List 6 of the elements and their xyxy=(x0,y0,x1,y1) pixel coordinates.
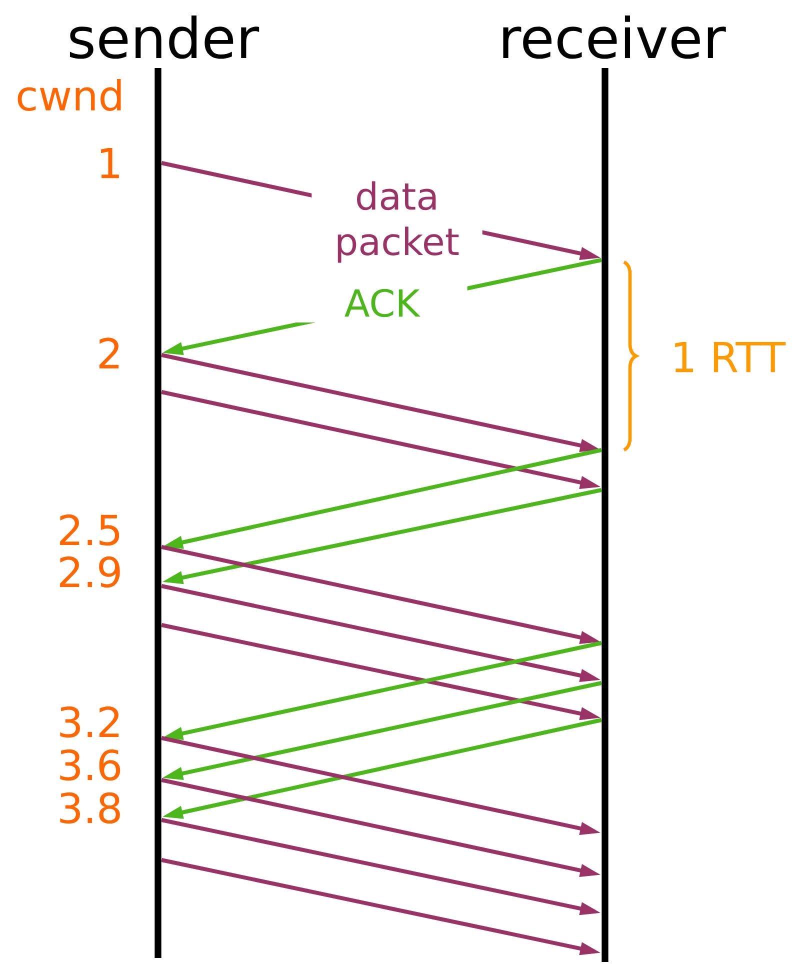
node-label: receiver xyxy=(503,15,726,59)
edge-label: ACK xyxy=(296,284,468,322)
node-label: sender xyxy=(70,15,260,59)
edge-label: data packet xyxy=(312,176,482,268)
cwnd-label: 3.6 xyxy=(60,749,120,781)
cwnd-label: 1 RTT xyxy=(675,342,786,372)
